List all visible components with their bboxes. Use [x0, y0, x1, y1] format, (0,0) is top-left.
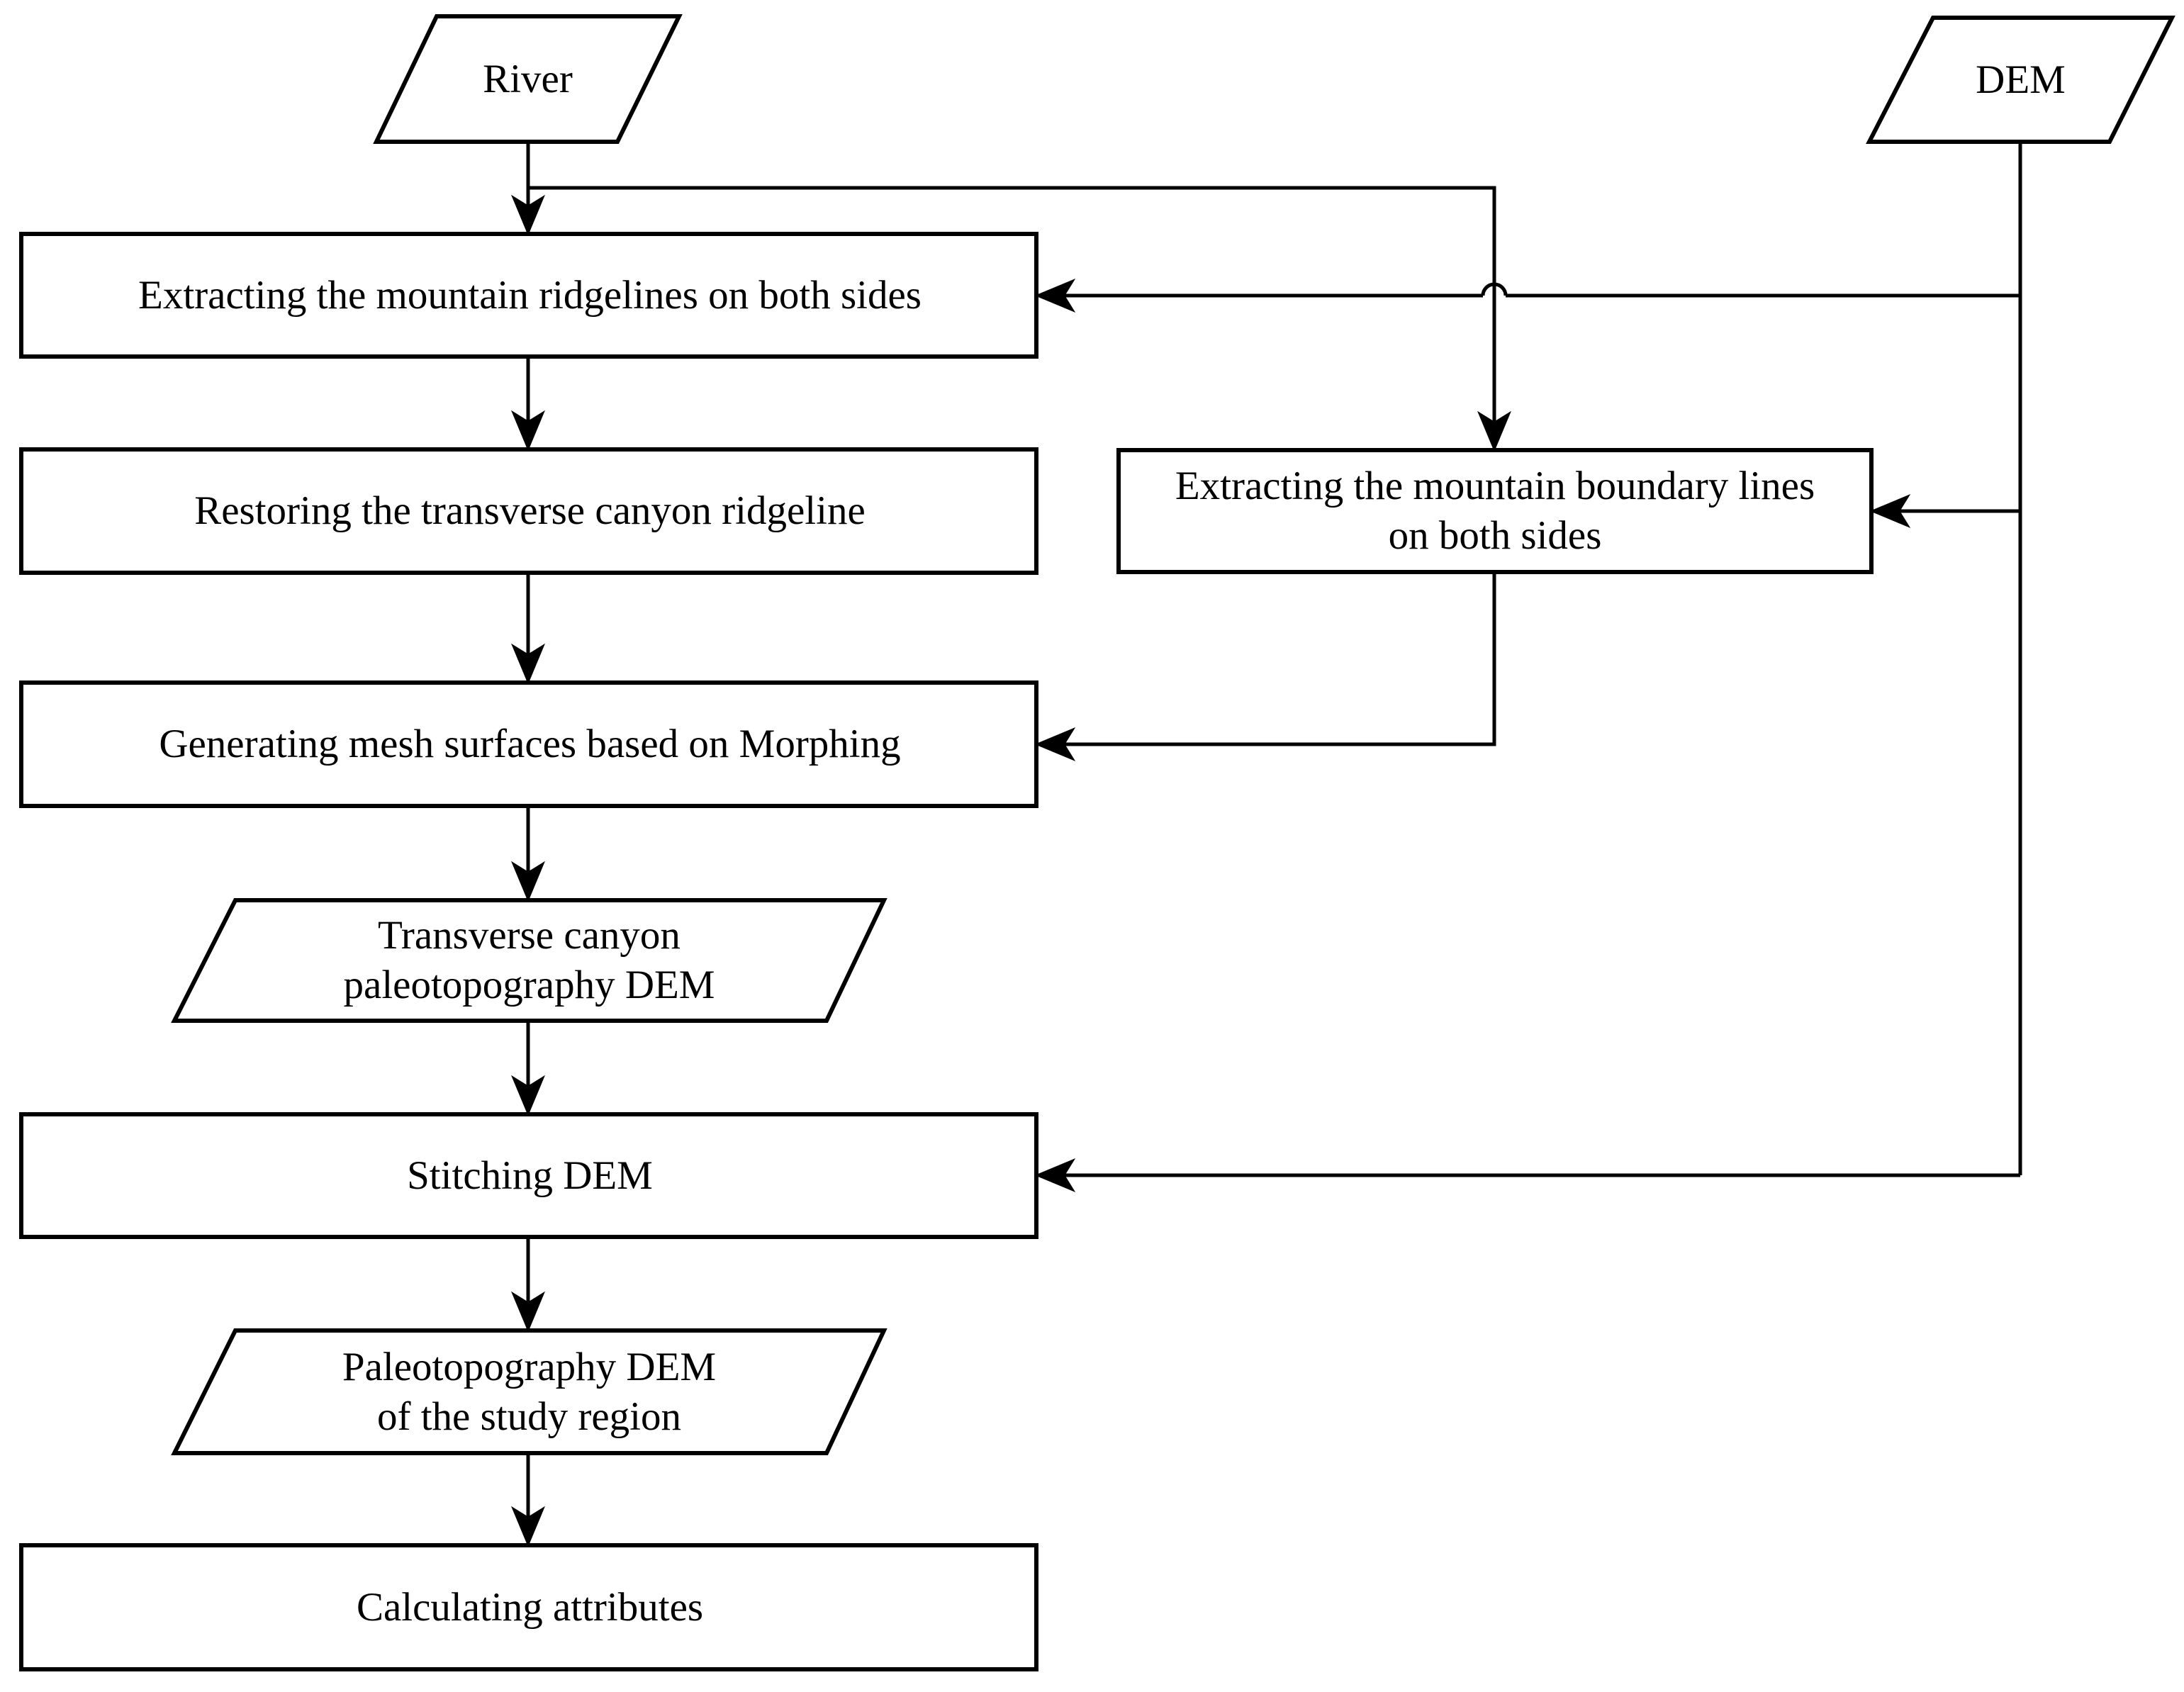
node-stitching-dem-label: Stitching DEM [407, 1153, 653, 1198]
node-paleotopography-dem-label-line2: of the study region [376, 1394, 681, 1439]
node-river-label: River [483, 56, 573, 101]
river-parallelogram-outline [373, 14, 683, 144]
node-calculating-attributes-label: Calculating attributes [356, 1584, 704, 1630]
node-dem-label: DEM [1976, 57, 2066, 102]
edge-river-to-extract-boundary [528, 186, 1511, 452]
edge-extract-boundary-to-generate-mesh [1034, 572, 1496, 761]
node-extract-boundary-label-line2: on both sides [1388, 513, 1602, 558]
node-generate-mesh: Generating mesh surfaces based on Morphi… [23, 683, 1036, 806]
transverse-canyon-dem-parallelogram-outline [171, 898, 887, 1023]
node-paleotopography-dem: Paleotopography DEM of the study region [174, 1330, 884, 1453]
node-transverse-canyon-dem-label-line1: Transverse canyon [378, 913, 681, 958]
paleotopography-dem-parallelogram-outline [171, 1328, 887, 1455]
node-extract-boundary: Extracting the mountain boundary lines o… [1119, 450, 1871, 572]
node-river: River [376, 16, 679, 142]
node-restore-ridgeline-label: Restoring the transverse canyon ridgelin… [194, 488, 866, 533]
node-extract-boundary-label-line1: Extracting the mountain boundary lines [1175, 464, 1815, 508]
node-generate-mesh-label: Generating mesh surfaces based on Morphi… [159, 722, 901, 766]
node-calculating-attributes: Calculating attributes [23, 1545, 1036, 1669]
node-transverse-canyon-dem-label-line2: paleotopography DEM [343, 963, 715, 1007]
node-restore-ridgeline: Restoring the transverse canyon ridgelin… [23, 449, 1036, 573]
edge-dem-to-extract-ridgelines-line-hop [1481, 282, 1508, 296]
node-extract-ridgelines-label: Extracting the mountain ridgelines on bo… [138, 272, 922, 318]
dem-parallelogram-outline [1866, 16, 2175, 144]
node-paleotopography-dem-label-line1: Paleotopography DEM [342, 1344, 717, 1389]
node-transverse-canyon-dem: Transverse canyon paleotopography DEM [174, 900, 884, 1021]
node-stitching-dem: Stitching DEM [23, 1114, 1036, 1237]
node-dem: DEM [1869, 18, 2172, 142]
node-extract-ridgelines: Extracting the mountain ridgelines on bo… [23, 234, 1036, 357]
